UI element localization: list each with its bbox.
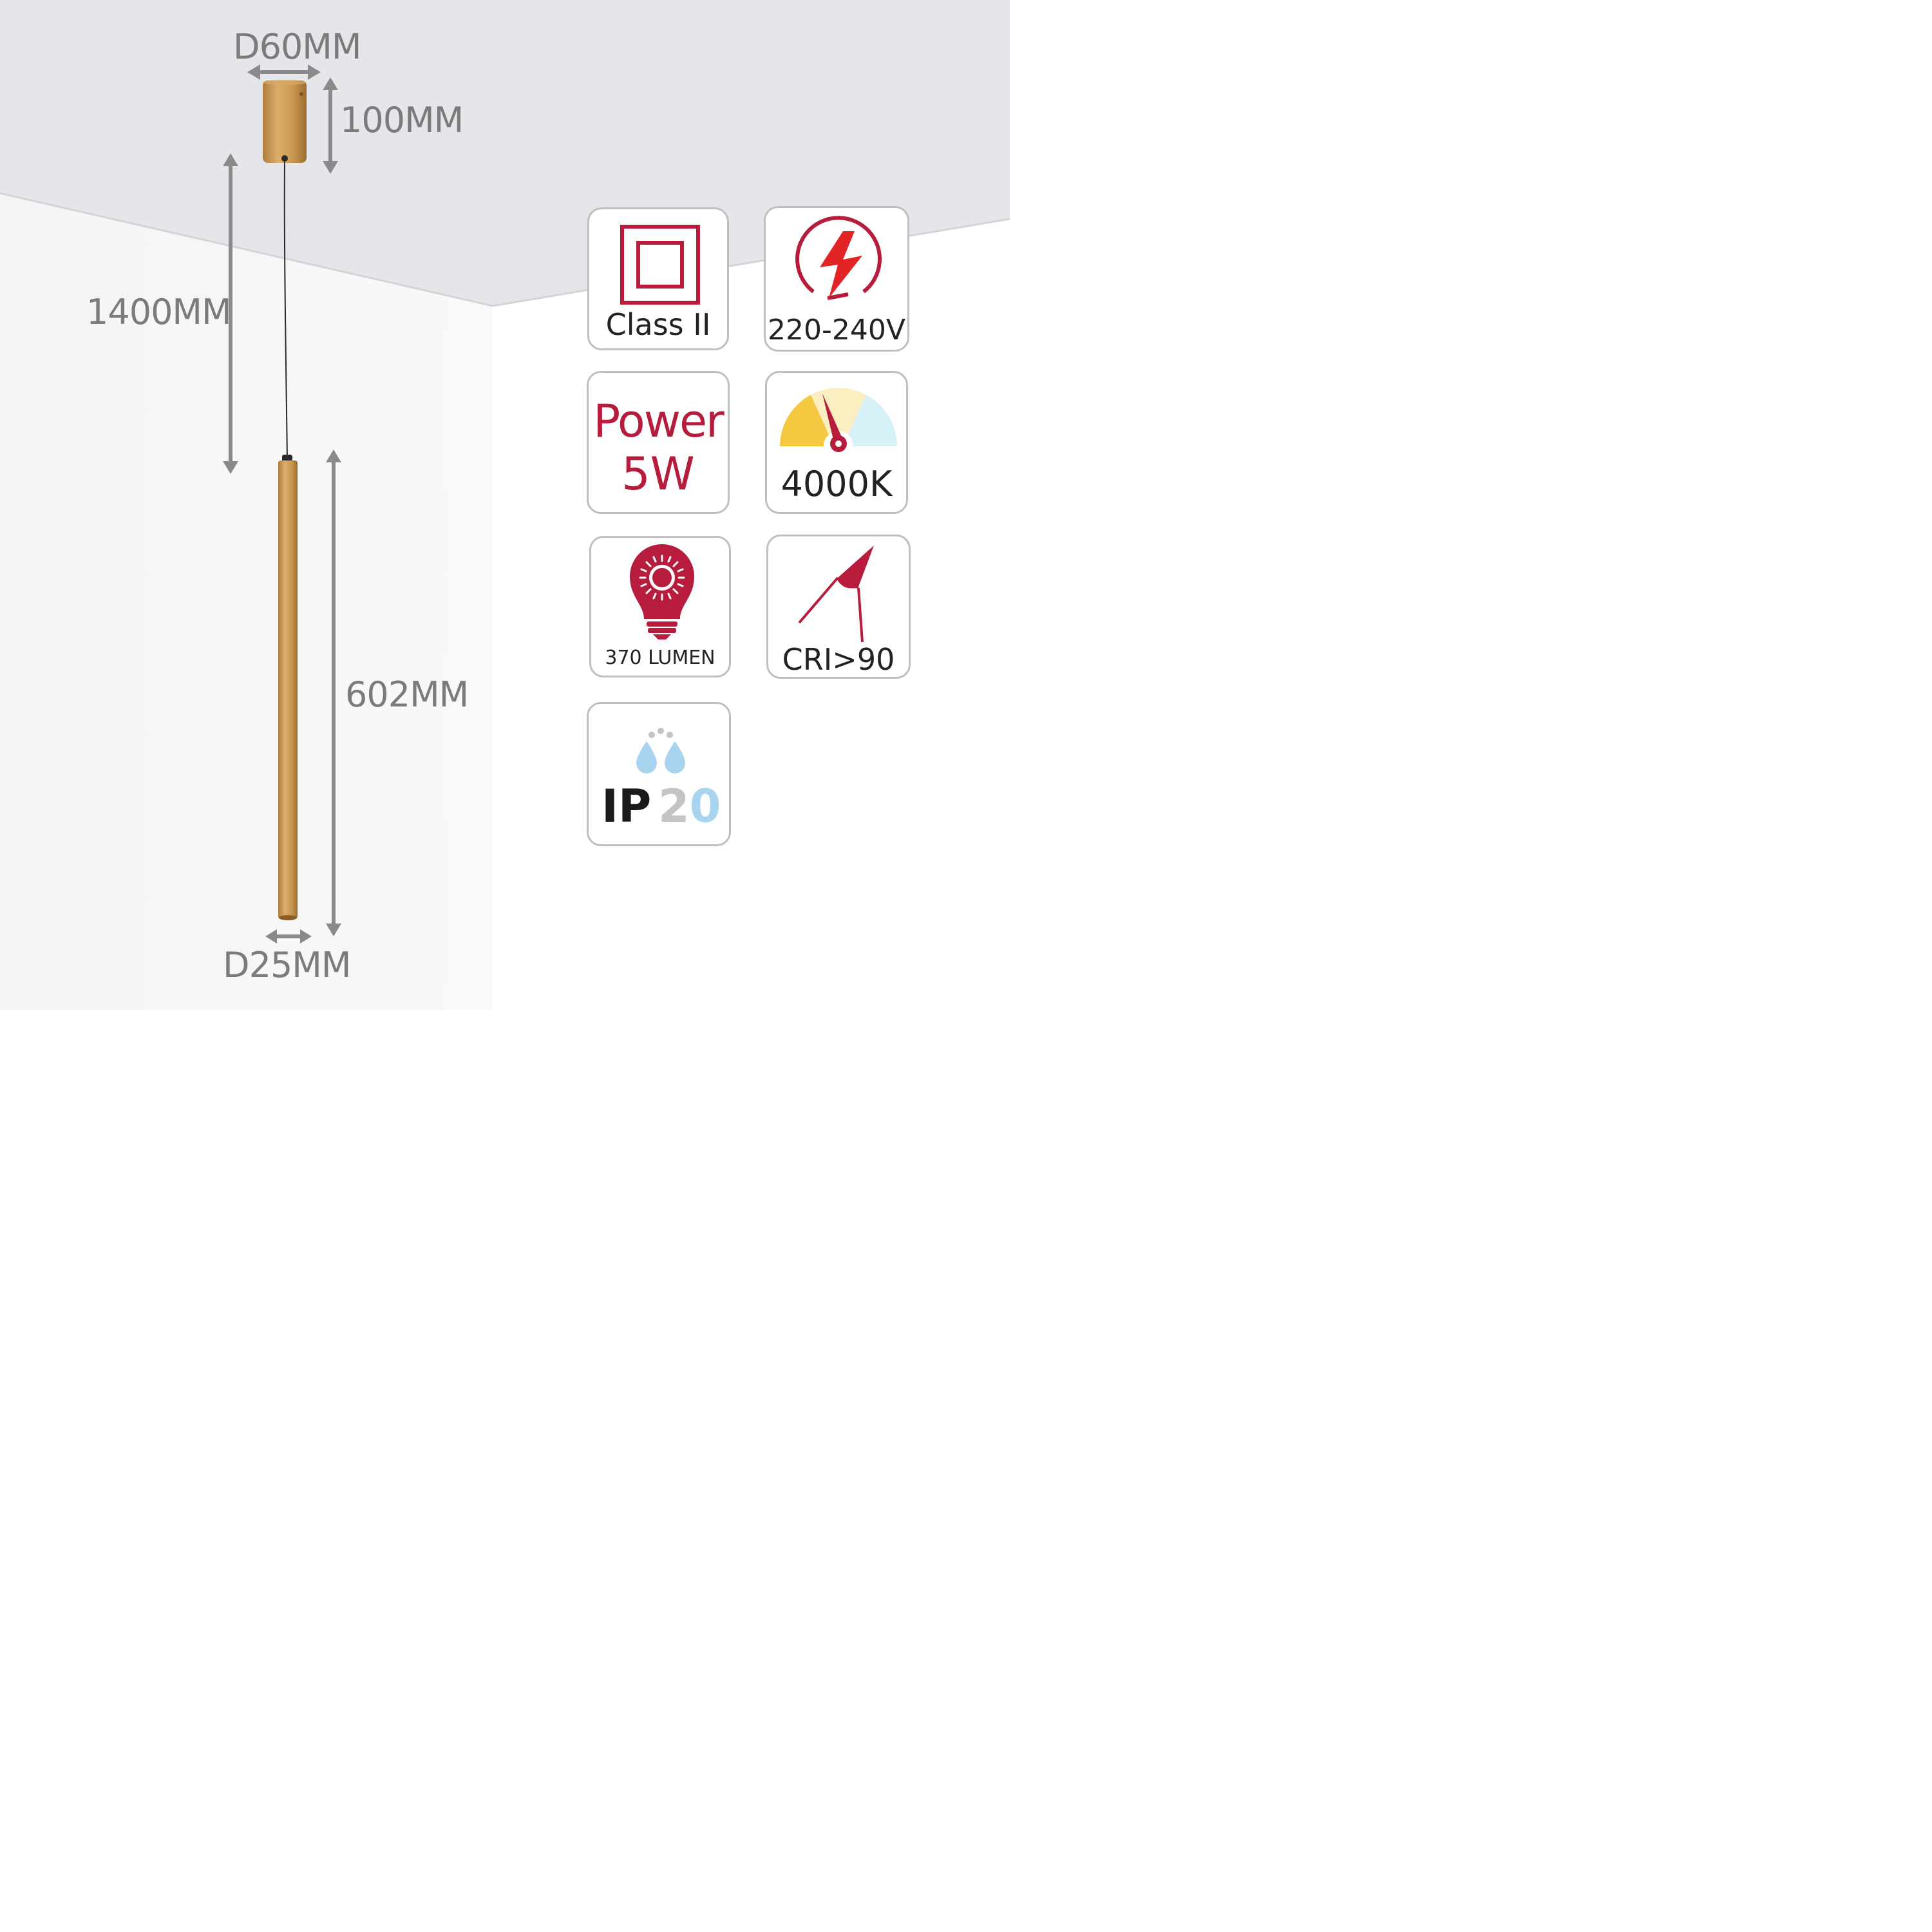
color-temp-badge: 4000K — [765, 371, 908, 514]
suspension-cable — [283, 160, 288, 461]
cri-icon — [798, 545, 874, 643]
canopy — [263, 80, 307, 163]
cable-length-label: 1400MM — [86, 292, 232, 332]
voltage-label: 220-240V — [768, 314, 905, 346]
tube-width-arrow — [265, 929, 312, 943]
canopy-diameter-label: D60MM — [233, 26, 361, 67]
canopy-height-label: 100MM — [340, 100, 464, 140]
ip-number: 20 — [658, 784, 721, 829]
ceiling — [0, 0, 1010, 306]
class-ii-label: Class II — [605, 307, 711, 342]
lumen-label: 370 LUMEN — [605, 647, 715, 669]
ip-digit-liquid: 0 — [689, 780, 721, 833]
cri-label: CRI>90 — [782, 642, 895, 677]
lumen-badge: 370 LUMEN — [589, 536, 731, 677]
power-badge: Power 5W — [587, 371, 730, 514]
ip-digit-solid: 2 — [658, 780, 690, 833]
lightning-circle-icon — [795, 216, 882, 300]
voltage-badge: 220-240V — [764, 206, 909, 352]
canopy-width-arrow — [247, 64, 321, 80]
power-label: Power — [593, 395, 724, 448]
cable-length-arrow — [223, 153, 238, 474]
ip-badge: IP 20 — [587, 702, 731, 846]
cri-badge: CRI>90 — [766, 535, 911, 679]
pendant-tube — [278, 460, 298, 919]
color-temp-label: 4000K — [781, 464, 893, 504]
class-ii-badge: Class II — [587, 207, 729, 350]
bulb-icon — [630, 544, 694, 639]
ip-letters: IP — [601, 780, 652, 833]
tube-diameter-label: D25MM — [223, 945, 351, 985]
water-drops-icon — [636, 728, 685, 773]
tube-length-arrow — [326, 450, 341, 936]
power-value: 5W — [621, 448, 695, 500]
color-temperature-gauge-icon — [780, 388, 897, 452]
left-wall — [0, 193, 493, 1010]
product-spec-sheet: D60MM 100MM 1400MM 602MM D25MM Class II … — [0, 0, 1010, 1010]
double-square-icon — [620, 225, 700, 305]
tube-length-label: 602MM — [345, 674, 469, 715]
canopy-height-arrow — [323, 77, 338, 174]
